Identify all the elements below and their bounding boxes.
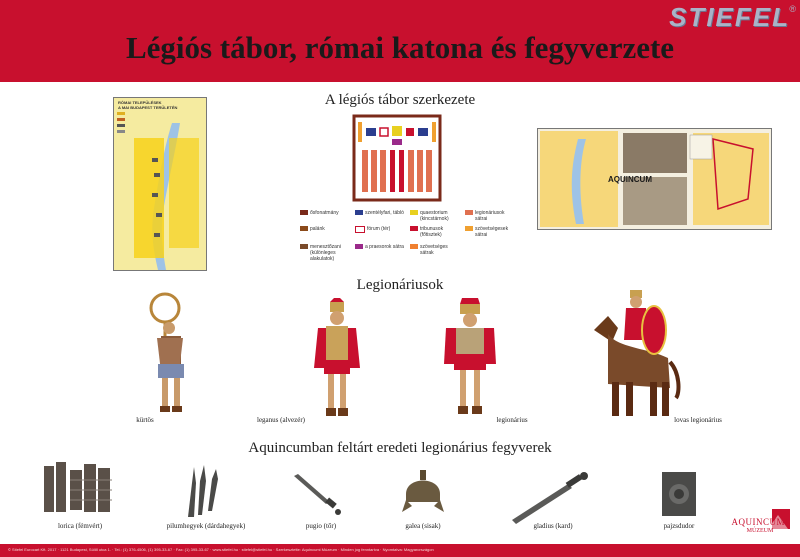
footer-bar — [0, 544, 800, 557]
legend-swatch — [300, 226, 308, 231]
soldier-caption-horn-player: kürtös — [136, 416, 154, 424]
aquincum-museum-logo — [768, 509, 790, 529]
legend-label: fórum (tér) — [367, 226, 391, 232]
legend-item: szövetségesek sátrai — [465, 226, 515, 238]
legionaries-section-title: Legionáriusok — [356, 277, 444, 293]
legend-label: palánk — [310, 226, 325, 232]
weapon-caption-galea: galea (sisak) — [405, 522, 441, 530]
legend-item: quaestorium (kincstárnok) — [410, 210, 460, 222]
legend-swatch — [355, 244, 363, 249]
officer-figure — [314, 298, 360, 416]
camp-section-title: A légiós tábor szerkezete — [324, 92, 476, 108]
legend-label: quaestorium (kincstárnok) — [420, 210, 449, 222]
legend-item: tribunusok (főtisztek) — [410, 226, 460, 238]
cavalry-legionary-figure — [594, 290, 681, 416]
legend-item: legionáriusok sátrai — [465, 210, 515, 222]
legend-swatch — [465, 210, 473, 215]
legend-item: fórum (tér) — [355, 226, 405, 233]
soldier-caption-cavalry: lovas legionárius — [674, 416, 722, 424]
pilum-heads-image — [188, 465, 218, 517]
legend-swatch — [355, 210, 363, 215]
legend-label: legionáriusok sátrai — [475, 210, 505, 222]
legend-item: szövetséges sátrak — [410, 244, 460, 256]
legend-swatch — [410, 210, 418, 215]
shield-boss-image — [662, 472, 696, 516]
legend-swatch — [300, 210, 308, 215]
weapon-caption-lorica: lorica (fémvért) — [57, 522, 103, 530]
legend-item: a praesorok sátra — [355, 244, 405, 250]
legion-camp-diagram — [352, 114, 442, 202]
pugio-dagger-image — [294, 474, 341, 515]
legend-swatch — [410, 244, 418, 249]
weapons-section-title: Aquincumban feltárt eredeti legionárius … — [248, 440, 552, 456]
legend-label: menesztőzani (különleges alakulatok) — [310, 244, 341, 262]
soldier-caption-legionary: legionárius — [496, 416, 528, 424]
legend-item: palánk — [300, 226, 350, 232]
legend-label: szentélyfari, tábló — [365, 210, 404, 216]
header-bar — [0, 0, 800, 82]
legend-item: menesztőzani (különleges alakulatok) — [300, 244, 350, 262]
footer-text: © Stiefel Eurocart Kft. 2017 · 1121 Buda… — [8, 547, 434, 552]
legend-label: tribunusok (főtisztek) — [420, 226, 444, 238]
legend-label: szövetségesek sátrai — [475, 226, 509, 238]
aquincum-map-label: AQUINCUM — [608, 175, 652, 184]
gladius-sword-image — [512, 472, 588, 524]
budapest-map-title-line2: A MAI BUDAPEST TERÜLETÉN — [118, 105, 178, 110]
legend-label: a praesorok sátra — [365, 244, 404, 250]
legend-swatch — [465, 226, 473, 231]
weapon-caption-pugio: pugio (tőr) — [305, 522, 337, 530]
legend-label: szövetséges sátrak — [420, 244, 448, 256]
weapon-caption-gladius: gladius (kard) — [533, 522, 573, 530]
legend-swatch — [410, 226, 418, 231]
museum-name: AQUINCUMI — [731, 517, 789, 527]
legend-swatch — [355, 226, 365, 233]
brand-logo: STIEFEL — [669, 2, 790, 32]
galea-helmet-image — [402, 470, 444, 512]
budapest-roman-settlements-map: RÓMAI TELEPÜLÉSEK A MAI BUDAPEST TERÜLET… — [113, 97, 207, 271]
legionary-figure — [444, 298, 496, 414]
soldier-caption-officer: leganus (alvezér) — [257, 416, 305, 424]
page-title: Légiós tábor, római katona és fegyverzet… — [125, 30, 675, 65]
legend-label: ősfonatmány — [310, 210, 339, 216]
legend-swatch — [300, 244, 308, 249]
aquincum-map: AQUINCUM — [537, 128, 772, 230]
weapon-caption-pilum: pilumhegyek (dárdahegyek) — [166, 522, 246, 530]
horn-player-figure — [149, 292, 184, 412]
legend-item: szentélyfari, tábló — [355, 210, 405, 216]
lorica-armor-image — [44, 462, 112, 512]
brand-registered-mark: ® — [789, 4, 796, 14]
budapest-map-title-line1: RÓMAI TELEPÜLÉSEK — [118, 100, 162, 105]
legend-item: ősfonatmány — [300, 210, 350, 216]
museum-subtitle: MÚZEUM — [746, 528, 774, 534]
weapon-caption-shield-boss: pajzsdudor — [663, 522, 695, 530]
